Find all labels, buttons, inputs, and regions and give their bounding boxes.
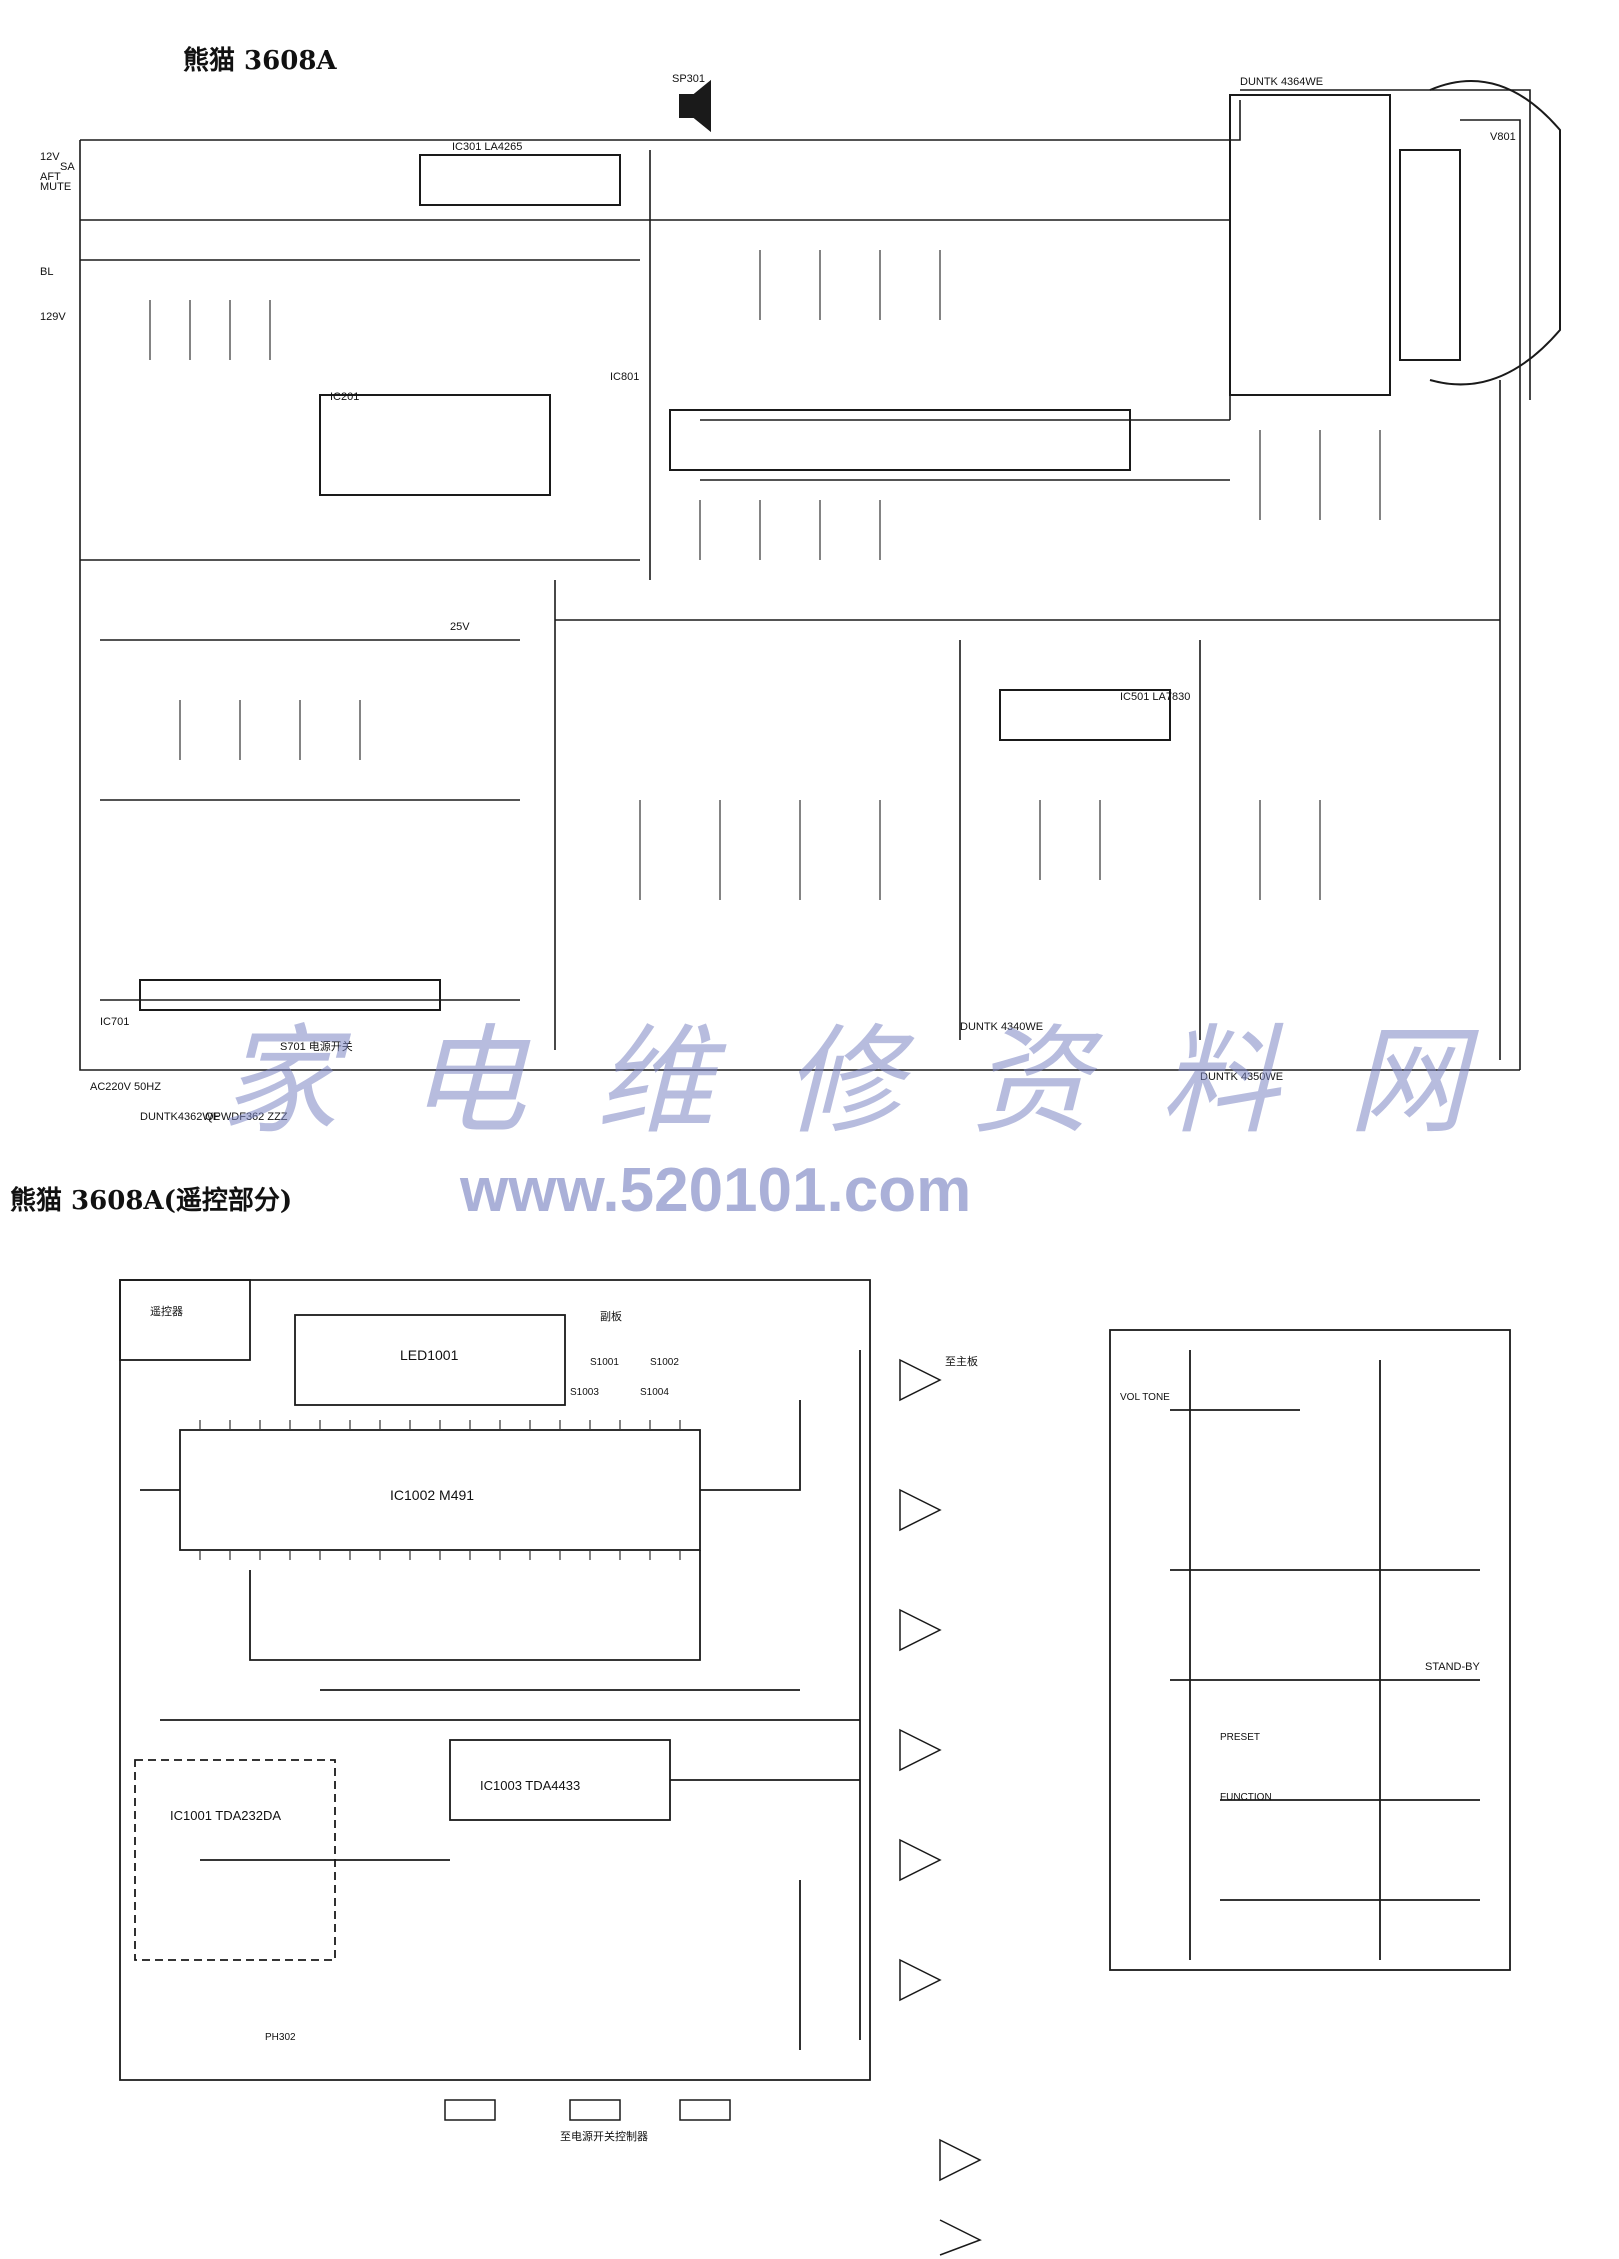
led-label: LED1001 <box>400 1347 459 1363</box>
s1003-label: S1003 <box>570 1387 599 1398</box>
label-s701: S701 电源开关 <box>280 1039 353 1053</box>
ic1003-label: IC1003 TDA4433 <box>480 1778 580 1793</box>
watermark-chinese: 家电维修资料网 <box>220 1012 1537 1150</box>
s1001-label: S1001 <box>590 1357 619 1368</box>
ic1001-label: IC1001 TDA232DA <box>170 1808 281 1823</box>
ph302-label: PH302 <box>265 2032 296 2043</box>
remote-receiver-label: 遥控器 <box>150 1304 183 1318</box>
board-label-3: QPWDF362 ZZZ <box>205 1111 288 1123</box>
ic201-label: IC201 <box>330 391 359 403</box>
function-label: FUNCTION <box>1220 1792 1272 1803</box>
sub-board-label: 副板 <box>600 1309 622 1323</box>
board-label-4: DUNTK4362WE <box>140 1111 220 1123</box>
board-label-2: DUNTK 4364WE <box>1240 76 1323 88</box>
label-25v: 25V <box>450 621 470 633</box>
board-label-5: DUNTK 4350WE <box>1200 1071 1283 1083</box>
main-schematic: IC301 LA4265 IC201 IC701 IC501 LA7830 IC… <box>40 73 1561 1123</box>
label-bl: BL <box>40 266 53 278</box>
ic1002-label: IC1002 M491 <box>390 1487 474 1503</box>
s1004-label: S1004 <box>640 1387 669 1398</box>
vol-tone-label: VOL TONE <box>1120 1392 1170 1403</box>
ic701-label: IC701 <box>100 1016 129 1028</box>
label-sa: SA <box>60 161 75 173</box>
label-aft: AFT <box>40 171 61 183</box>
s1002-label: S1002 <box>650 1357 679 1368</box>
ic301-label: IC301 LA4265 <box>452 141 522 153</box>
label-12v: 12V <box>40 151 60 163</box>
ic501-label: IC501 LA7830 <box>1120 691 1190 703</box>
bottom-title: 熊猫 3608A(遥控部分) <box>10 1186 293 1216</box>
remote-schematic: LED1001 IC1002 M491 IC1003 TDA4433 IC100… <box>119 1279 1511 2256</box>
speaker-label: SP301 <box>672 73 705 85</box>
label-ac220: AC220V 50HZ <box>90 1081 161 1093</box>
label-129v: 129V <box>40 311 66 323</box>
label-mute: MUTE <box>40 181 71 193</box>
preset-label: PRESET <box>1220 1732 1260 1743</box>
to-main-label: 至主板 <box>945 1354 978 1368</box>
ic801-label: IC801 <box>610 371 639 383</box>
board-label-1: DUNTK 4340WE <box>960 1021 1043 1033</box>
standby-label: STAND-BY <box>1425 1661 1480 1673</box>
power-ctrl-label: 至电源开关控制器 <box>560 2129 648 2143</box>
label-v801: V801 <box>1490 131 1516 143</box>
watermark-url: www.520101.com <box>460 1156 972 1225</box>
top-title: 熊猫 3608A <box>183 46 337 76</box>
